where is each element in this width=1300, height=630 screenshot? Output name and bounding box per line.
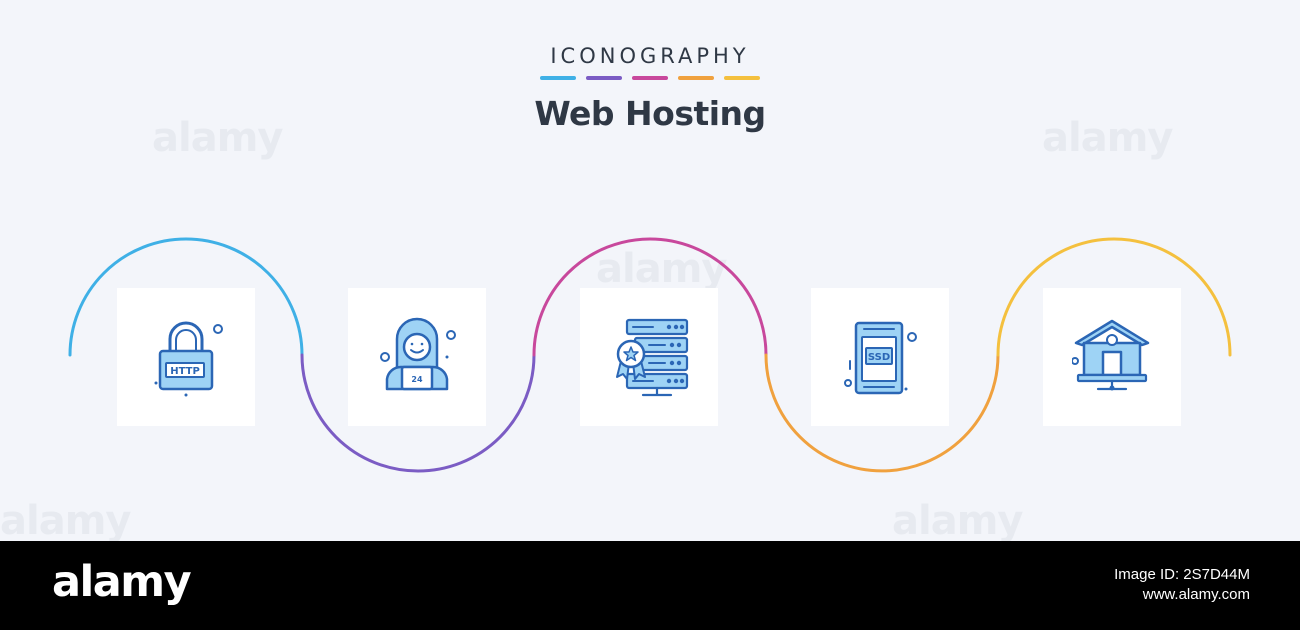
curve-segment-1 (68, 237, 304, 357)
icon-text: HTTP (170, 366, 200, 377)
color-bar (540, 76, 576, 80)
color-bar (586, 76, 622, 80)
watermark: alamy (892, 498, 1023, 544)
icon-tile-support-agent[interactable]: 24 (348, 288, 486, 426)
support-agent-icon: 24 (380, 317, 456, 391)
icon-tile-ssd[interactable]: SSD (811, 288, 949, 426)
icon-text: 24 (411, 375, 423, 384)
curve-segment-4 (764, 353, 1000, 473)
color-bar (632, 76, 668, 80)
curve-segment-2 (300, 353, 536, 473)
image-id: Image ID: 2S7D44M www.alamy.com (1114, 565, 1250, 605)
server-award-icon (616, 318, 689, 397)
ssd-drive-icon: SSD (844, 321, 917, 395)
site-url: www.alamy.com (1142, 586, 1250, 603)
icon-tile-home-network[interactable] (1043, 288, 1181, 426)
image-id-label: Image ID: 2S7D44M (1114, 566, 1250, 583)
color-bar (678, 76, 714, 80)
color-bar (724, 76, 760, 80)
home-network-icon (1072, 319, 1150, 391)
curve-segment-5 (996, 237, 1232, 357)
icon-tile-http-lock[interactable]: HTTP (117, 288, 255, 426)
watermark: alamy (152, 115, 283, 161)
http-lock-icon: HTTP (154, 321, 223, 397)
header: ICONOGRAPHY Web Hosting (0, 44, 1300, 133)
page-title: Web Hosting (534, 94, 766, 133)
icon-tile-server-award[interactable] (580, 288, 718, 426)
footer-bar: alamy Image ID: 2S7D44M www.alamy.com (0, 541, 1300, 630)
color-bars (0, 76, 1300, 80)
icon-text: SSD (868, 352, 890, 363)
watermark: alamy (0, 498, 131, 544)
footer-logo: alamy (52, 557, 192, 607)
brand-label: ICONOGRAPHY (550, 44, 750, 68)
curve-segment-3 (532, 237, 768, 357)
watermark: alamy (1042, 115, 1173, 161)
